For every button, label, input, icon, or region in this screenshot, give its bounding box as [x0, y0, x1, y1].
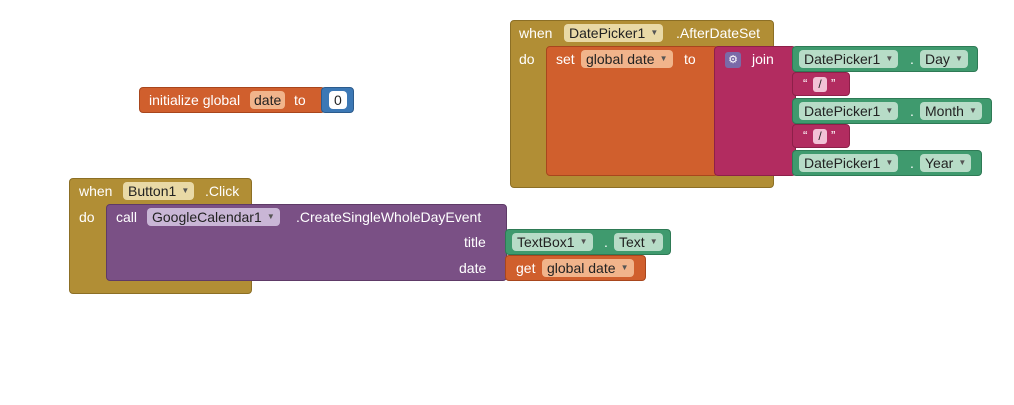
- chevron-down-icon: ▼: [885, 106, 894, 115]
- year-component-dropdown[interactable]: DatePicker1 ▼: [799, 154, 899, 172]
- slash-text[interactable]: /: [813, 129, 827, 144]
- text-literal-slash-1[interactable]: “ / ”: [792, 72, 850, 96]
- datepicker-component-name: DatePicker1: [569, 25, 646, 41]
- datepicker-component-dropdown[interactable]: DatePicker1 ▼: [564, 24, 664, 42]
- do-label: do: [519, 51, 535, 67]
- month-component-name: DatePicker1: [804, 103, 881, 119]
- chevron-down-icon: ▼: [181, 186, 190, 195]
- call-label: call: [116, 209, 138, 225]
- init-var-name: date: [254, 92, 282, 108]
- chevron-down-icon: ▼: [969, 106, 977, 115]
- close-quote: ”: [831, 76, 836, 91]
- chevron-down-icon: ▼: [620, 263, 629, 272]
- chevron-down-icon: ▼: [659, 54, 668, 63]
- join-label: join: [752, 51, 774, 67]
- datepicker-month-getter-block[interactable]: DatePicker1 ▼ . Month ▼: [792, 98, 992, 124]
- event-name: .Click: [205, 183, 240, 199]
- month-component-dropdown[interactable]: DatePicker1 ▼: [799, 102, 899, 120]
- month-property-dropdown[interactable]: Month ▼: [920, 102, 982, 120]
- close-quote: ”: [831, 128, 836, 143]
- set-var-name: global date: [586, 51, 655, 67]
- gear-icon[interactable]: ⚙: [725, 52, 741, 68]
- dot-separator: .: [604, 234, 608, 250]
- month-property-name: Month: [925, 103, 964, 119]
- textbox-component-dropdown[interactable]: TextBox1 ▼: [512, 233, 593, 251]
- get-global-block[interactable]: get global date ▼: [505, 255, 646, 281]
- dot-separator: .: [910, 51, 914, 67]
- textbox-property-name: Text: [619, 234, 645, 250]
- join-block[interactable]: ⚙ join: [714, 46, 796, 176]
- chevron-down-icon: ▼: [266, 212, 275, 221]
- day-property-dropdown[interactable]: Day ▼: [920, 50, 968, 68]
- init-to-label: to: [294, 92, 306, 108]
- number-value-field[interactable]: 0: [329, 91, 347, 109]
- chevron-down-icon: ▼: [885, 54, 894, 63]
- button-component-dropdown[interactable]: Button1 ▼: [123, 182, 195, 200]
- get-var-name: global date: [547, 260, 616, 276]
- set-var-dropdown[interactable]: global date ▼: [581, 50, 673, 68]
- day-component-name: DatePicker1: [804, 51, 881, 67]
- textbox-component-name: TextBox1: [517, 234, 575, 250]
- calendar-component-dropdown[interactable]: GoogleCalendar1 ▼: [147, 208, 280, 226]
- when-label: when: [79, 183, 113, 199]
- method-name: .CreateSingleWholeDayEvent: [296, 209, 482, 225]
- dot-separator: .: [910, 103, 914, 119]
- get-var-dropdown[interactable]: global date ▼: [542, 259, 634, 277]
- year-property-name: Year: [925, 155, 954, 171]
- day-property-name: Day: [925, 51, 950, 67]
- call-create-event-block[interactable]: call GoogleCalendar1 ▼ .CreateSingleWhol…: [106, 204, 507, 281]
- chevron-down-icon: ▼: [579, 237, 588, 246]
- number-value: 0: [334, 92, 342, 108]
- chevron-down-icon: ▼: [649, 237, 658, 246]
- chevron-down-icon: ▼: [885, 158, 894, 167]
- slash-text[interactable]: /: [813, 77, 827, 92]
- day-component-dropdown[interactable]: DatePicker1 ▼: [799, 50, 899, 68]
- dot-separator: .: [910, 155, 914, 171]
- chevron-down-icon: ▼: [958, 158, 967, 167]
- init-var-name-field[interactable]: date: [250, 91, 286, 109]
- datepicker-year-getter-block[interactable]: DatePicker1 ▼ . Year ▼: [792, 150, 982, 176]
- open-quote: “: [803, 128, 808, 143]
- set-to-label: to: [684, 51, 696, 67]
- get-label: get: [516, 260, 536, 276]
- textbox-property-dropdown[interactable]: Text ▼: [614, 233, 663, 251]
- chevron-down-icon: ▼: [650, 28, 659, 37]
- year-component-name: DatePicker1: [804, 155, 881, 171]
- open-quote: “: [803, 76, 808, 91]
- datepicker-day-getter-block[interactable]: DatePicker1 ▼ . Day ▼: [792, 46, 978, 72]
- year-property-dropdown[interactable]: Year ▼: [920, 154, 972, 172]
- do-label: do: [79, 209, 95, 225]
- text-literal-slash-2[interactable]: “ / ”: [792, 124, 850, 148]
- button-component-name: Button1: [128, 183, 177, 199]
- calendar-component-name: GoogleCalendar1: [152, 209, 262, 225]
- set-label: set: [556, 51, 575, 67]
- chevron-down-icon: ▼: [954, 54, 963, 63]
- number-literal-block[interactable]: 0: [321, 87, 354, 113]
- date-param-label: date: [459, 260, 487, 276]
- title-param-label: title: [464, 234, 486, 250]
- set-global-block[interactable]: set global date ▼ to: [546, 46, 718, 176]
- when-label: when: [519, 25, 553, 41]
- init-global-label: initialize global: [149, 92, 241, 108]
- init-global-block[interactable]: initialize global date to: [139, 87, 325, 113]
- event-name: .AfterDateSet: [676, 25, 761, 41]
- textbox-text-getter-block[interactable]: TextBox1 ▼ . Text ▼: [505, 229, 671, 255]
